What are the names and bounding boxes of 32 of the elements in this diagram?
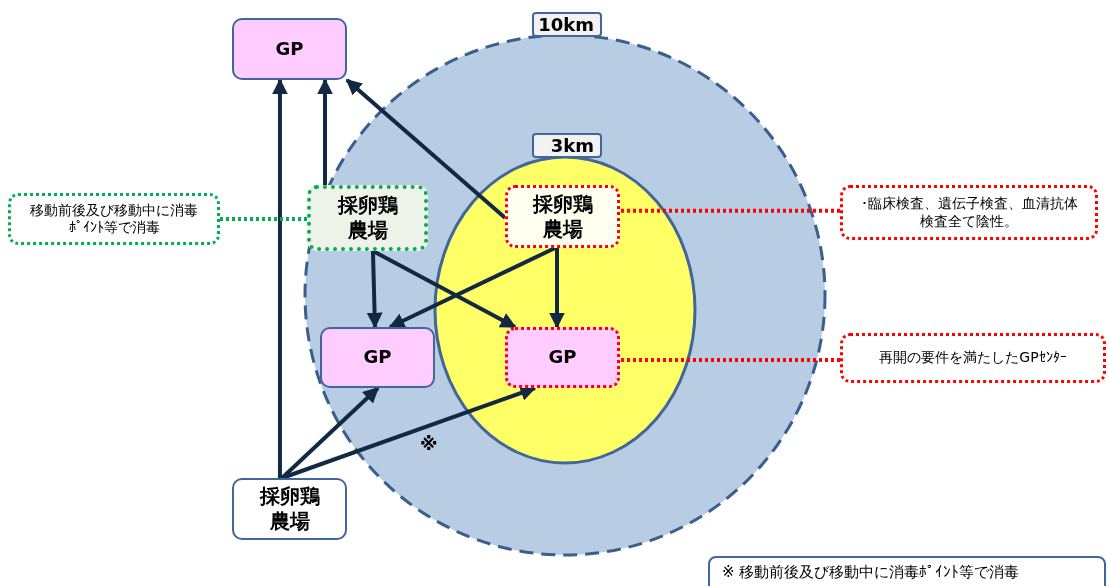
box-text: 採卵鶏農場: [258, 484, 321, 534]
distance-label: 3km: [532, 133, 602, 158]
box-text: ･臨床検査、遺伝子検査、血清抗体検査全て陰性。: [859, 195, 1079, 230]
arrow: [549, 248, 565, 329]
note-callout: [840, 333, 1106, 383]
box-text: GP: [548, 346, 577, 369]
gp-box: [320, 327, 435, 388]
box-text: 再開の要件を満たしたGPｾﾝﾀｰ: [879, 349, 1067, 367]
arrow: [345, 78, 507, 220]
arrow: [366, 250, 383, 329]
footnote-box: [708, 556, 1106, 586]
farm-box: [307, 185, 428, 251]
gp-box: [232, 18, 347, 80]
farm-box: [505, 185, 620, 248]
box-text: 移動前後及び移動中に消毒ﾎﾟｲﾝﾄ等で消毒: [29, 201, 199, 237]
connector-line: [220, 217, 307, 221]
note-callout: [840, 185, 1098, 240]
note-callout: [8, 193, 220, 245]
farm-box: [232, 478, 347, 540]
connector-line: [620, 208, 840, 213]
distance-label: 10km: [532, 12, 602, 37]
box-text: 採卵鶏農場: [336, 193, 399, 243]
box-text: 採卵鶏農場: [531, 191, 594, 242]
reference-mark: ※: [420, 433, 438, 454]
arrow: [388, 246, 556, 329]
box-text: GP: [363, 346, 392, 369]
box-text: ※ 移動前後及び移動中に消毒ﾎﾟｲﾝﾄ等で消毒: [722, 563, 1020, 582]
arrow: [372, 249, 517, 329]
arrow: [271, 78, 288, 478]
arrow: [317, 78, 334, 185]
gp-box: [505, 327, 620, 388]
box-text: GP: [275, 37, 304, 61]
